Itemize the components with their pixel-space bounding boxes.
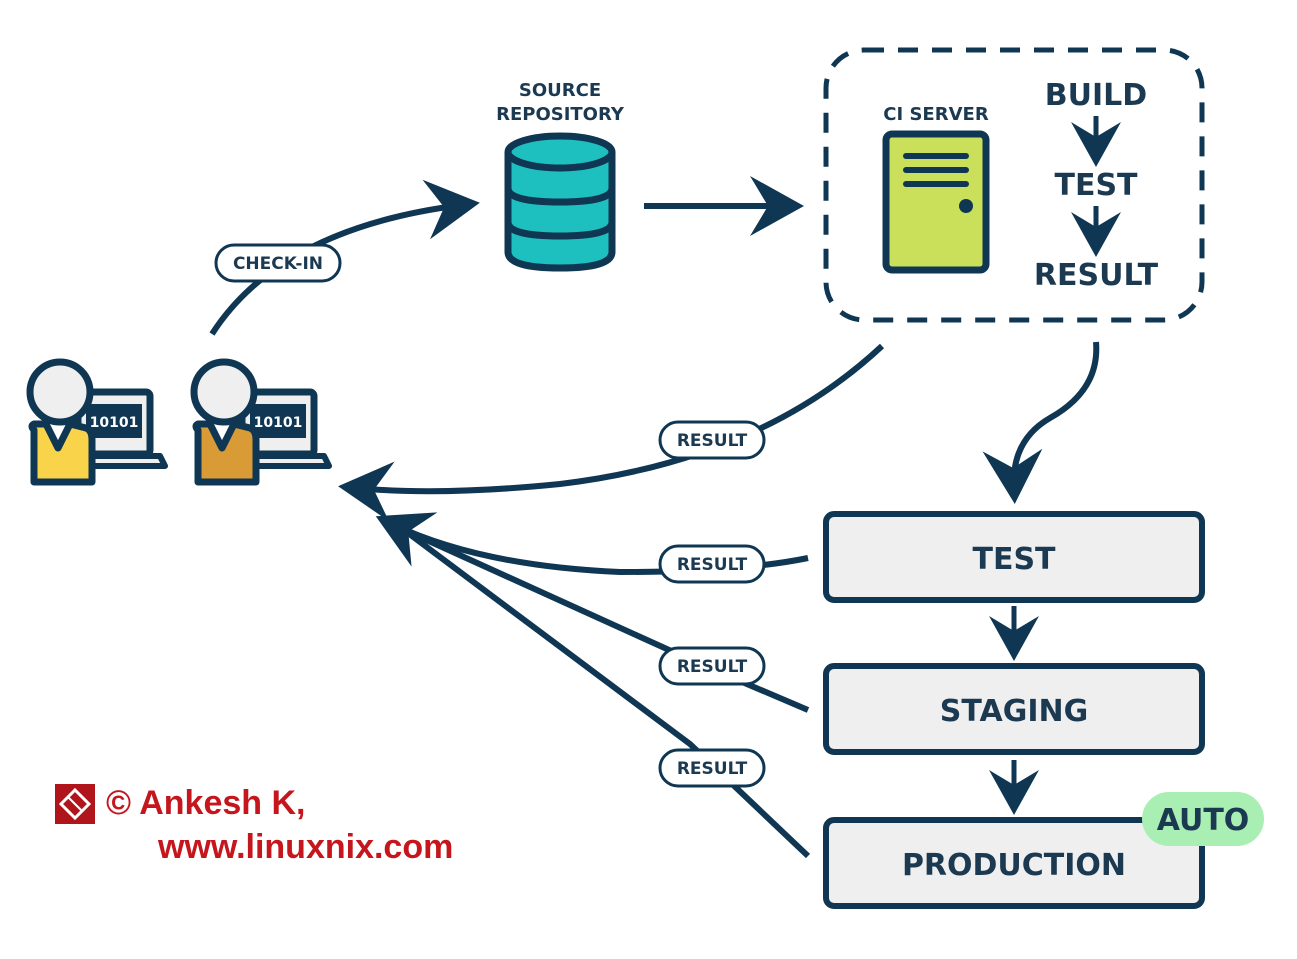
ci-step-build: BUILD	[1045, 78, 1147, 113]
production-result-line	[402, 527, 811, 859]
result-pill: RESULT	[658, 420, 766, 460]
source-repo-label-line1: SOURCE	[519, 80, 601, 101]
server-icon	[882, 130, 990, 274]
screen-code-text: 10101	[90, 415, 139, 431]
developer-2: 10101	[190, 358, 332, 486]
stage-production-label: PRODUCTION	[902, 848, 1126, 883]
ci-server-boundary	[823, 47, 1205, 323]
result-pill: RESULT	[658, 646, 766, 686]
stage-staging: STAGING	[823, 663, 1205, 755]
result-label: RESULT	[677, 555, 748, 575]
stage-test: TEST	[823, 511, 1205, 603]
linuxnix-logo-icon	[55, 784, 95, 824]
screen-code-text: 10101	[254, 415, 303, 431]
stage-test-label: TEST	[972, 542, 1056, 577]
watermark-author: © Ankesh K,	[106, 784, 306, 822]
result-label: RESULT	[677, 431, 748, 451]
person-icon	[190, 358, 260, 486]
ci-to-test-arrow	[982, 341, 1100, 504]
ci-server-label: CI SERVER	[883, 104, 989, 125]
developer-1: 10101	[26, 358, 168, 486]
ci-step-test: TEST	[1054, 168, 1138, 203]
stage-production: PRODUCTION	[823, 817, 1205, 909]
source-repo-label-line2: REPOSITORY	[496, 104, 625, 125]
database-icon	[504, 132, 616, 272]
check-in-label: CHECK-IN	[233, 254, 323, 274]
ci-step-result: RESULT	[1034, 258, 1159, 293]
stage-staging-label: STAGING	[940, 694, 1088, 729]
auto-badge: AUTO	[1142, 792, 1264, 846]
person-icon	[26, 358, 96, 486]
result-pill: RESULT	[658, 748, 766, 788]
result-label: RESULT	[677, 759, 748, 779]
result-label: RESULT	[677, 657, 748, 677]
auto-badge-label: AUTO	[1157, 803, 1250, 838]
result-pill: RESULT	[658, 544, 766, 584]
watermark-site: www.linuxnix.com	[158, 828, 454, 866]
ci-result-arrow	[338, 343, 885, 522]
check-in-pill: CHECK-IN	[214, 243, 342, 283]
